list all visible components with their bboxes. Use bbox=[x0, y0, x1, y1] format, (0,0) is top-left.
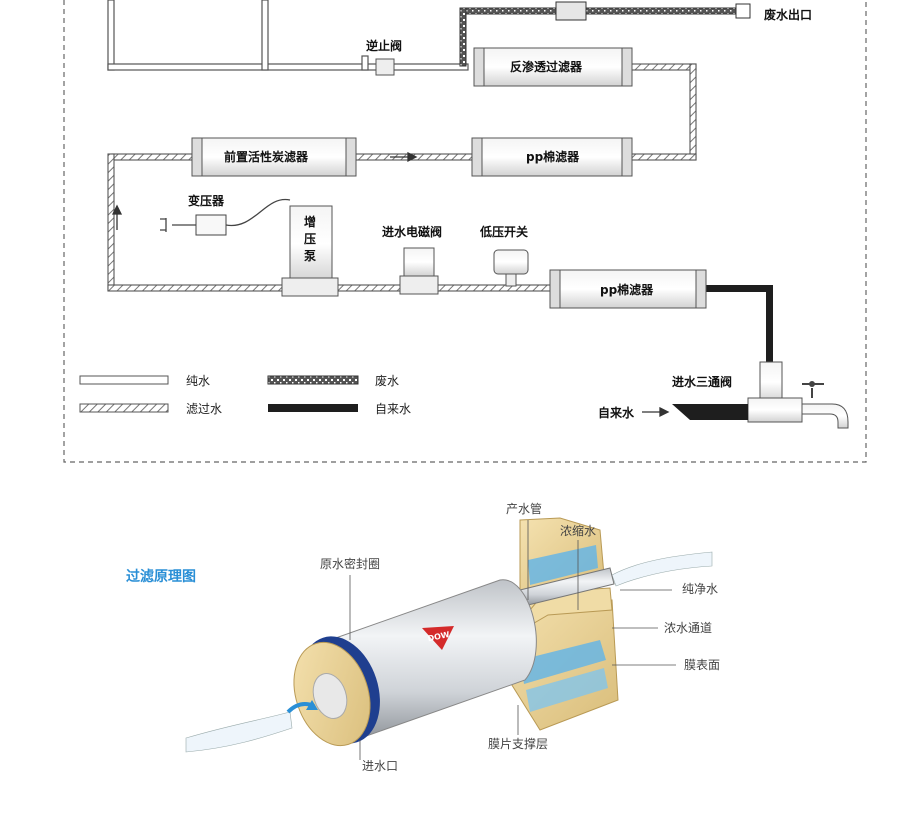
schematic-labels: 废水出口 逆止阀 反渗透过滤器 前置活性炭滤器 pp棉滤器 变压器 增 压 泵 … bbox=[188, 7, 812, 420]
callout-inlet: 进水口 bbox=[362, 759, 398, 773]
legend-tap-label: 自来水 bbox=[375, 402, 411, 416]
callout-concentrate-channel: 浓水通道 bbox=[664, 621, 712, 635]
dow-logo: DOW bbox=[422, 626, 454, 650]
label-inlet-valve: 进水电磁阀 bbox=[382, 224, 442, 239]
legend-swatch-pure bbox=[79, 375, 169, 385]
legend-swatch-tap bbox=[268, 404, 358, 412]
flow-arrows bbox=[111, 151, 670, 418]
tap-water-pipes bbox=[702, 285, 773, 365]
membrane-element bbox=[286, 579, 537, 747]
label-waste-outlet: 废水出口 bbox=[764, 7, 812, 22]
principle-title: 过滤原理图 bbox=[126, 568, 196, 585]
transformer bbox=[160, 198, 291, 236]
legend-filtered-label: 滤过水 bbox=[186, 402, 222, 416]
callout-membrane-surface: 膜表面 bbox=[684, 658, 720, 672]
filter-ro bbox=[473, 47, 633, 87]
filter-pp-bottom bbox=[549, 269, 707, 309]
inlet-solenoid-valve bbox=[399, 247, 439, 295]
label-tap-water-in: 自来水 bbox=[598, 405, 635, 420]
legend-pure-label: 纯水 bbox=[186, 374, 210, 388]
callout-seal-ring: 原水密封圈 bbox=[320, 556, 380, 571]
principle-diagram: 过滤原理图 DOW bbox=[126, 501, 720, 773]
label-pump-3: 泵 bbox=[304, 249, 316, 263]
legend-waste-label: 废水 bbox=[375, 373, 399, 388]
leader-lines bbox=[349, 520, 676, 760]
callout-pure-water: 纯净水 bbox=[682, 582, 718, 596]
check-valve bbox=[375, 58, 395, 76]
label-transformer: 变压器 bbox=[188, 193, 225, 208]
callout-product-tube: 产水管 bbox=[506, 501, 542, 516]
waste-water-pipes bbox=[459, 1, 751, 67]
label-pre-carbon: 前置活性炭滤器 bbox=[224, 149, 309, 164]
filter-pp-top bbox=[471, 137, 633, 177]
label-check-valve: 逆止阀 bbox=[366, 38, 402, 53]
callout-concentrate: 浓缩水 bbox=[560, 523, 596, 538]
label-inlet-tee: 进水三通阀 bbox=[672, 374, 732, 389]
label-pump-1: 增 bbox=[304, 214, 316, 229]
legend-swatch-waste bbox=[267, 375, 359, 385]
legend: 纯水 滤过水 废水 自来水 bbox=[79, 373, 411, 416]
schematic: 纯水 滤过水 废水 自来水 废水出口 逆止阀 反渗透过滤器 前置活性炭滤器 pp… bbox=[63, 0, 867, 463]
inlet-water-stream bbox=[185, 711, 293, 753]
pure-water-stream bbox=[611, 551, 713, 587]
label-pp-top: pp棉滤器 bbox=[526, 149, 580, 164]
booster-pump bbox=[281, 205, 339, 297]
pure-water-pipes bbox=[107, 0, 469, 71]
label-ro-filter: 反渗透过滤器 bbox=[510, 59, 583, 74]
dashed-border bbox=[63, 0, 867, 463]
label-low-pressure-switch: 低压开关 bbox=[479, 224, 528, 239]
label-pump-2: 压 bbox=[304, 232, 316, 246]
filter-pre-carbon bbox=[191, 137, 357, 177]
legend-swatch-filtered bbox=[79, 403, 169, 413]
inlet-tee-valve bbox=[672, 361, 849, 429]
filtered-water-pipes bbox=[107, 63, 697, 292]
low-pressure-switch bbox=[493, 249, 529, 287]
label-pp-bottom: pp棉滤器 bbox=[600, 282, 654, 297]
callout-support-layer: 膜片支撑层 bbox=[488, 736, 548, 751]
